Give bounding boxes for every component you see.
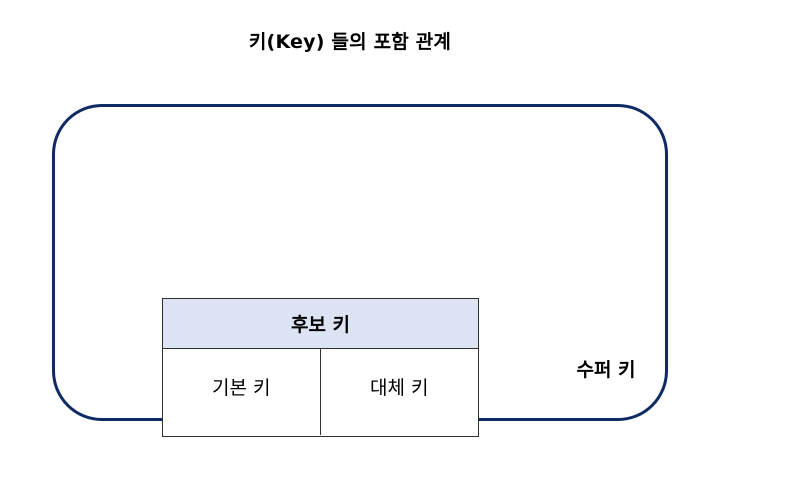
alternate-key-label: 대체 키 (370, 376, 429, 399)
page-title: 키(Key) 들의 포함 관계 (248, 31, 452, 53)
candidate-key-header-label: 후보 키 (290, 314, 351, 336)
super-key-label: 수퍼 키 (576, 359, 636, 381)
candidate-key-table: 후보 키 기본 키 대체 키 (162, 298, 479, 437)
candidate-key-header: 후보 키 (163, 299, 478, 349)
primary-key-label: 기본 키 (212, 376, 271, 399)
super-key-box: 후보 키 기본 키 대체 키 수퍼 키 (52, 104, 668, 437)
alternate-key-cell: 대체 키 (321, 349, 479, 435)
primary-key-cell: 기본 키 (163, 349, 321, 435)
candidate-key-body: 기본 키 대체 키 (163, 349, 478, 435)
